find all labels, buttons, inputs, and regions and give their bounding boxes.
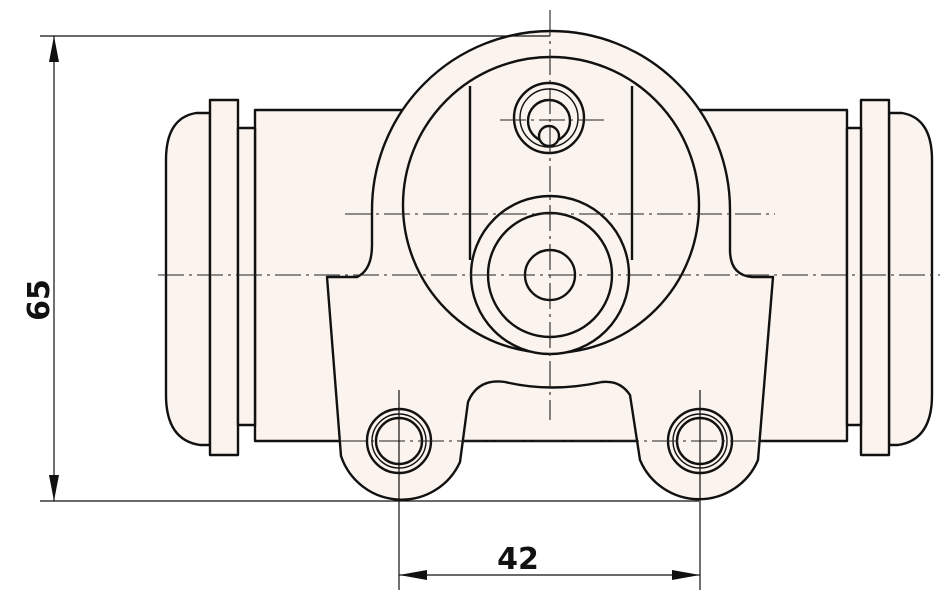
right-boot-collar <box>845 126 863 427</box>
right-boot-flange <box>859 98 891 457</box>
bleed-screw-outer <box>512 81 586 155</box>
height-arrow-top <box>49 36 59 62</box>
left-dust-boot <box>164 111 212 447</box>
dimension-height: 65 <box>22 35 699 502</box>
right-dust-boot <box>887 111 934 447</box>
height-arrow-bottom <box>49 475 59 501</box>
left-boot-flange <box>208 98 240 457</box>
bleed-screw <box>512 81 586 155</box>
bleed-screw-nipple <box>537 124 561 148</box>
height-dimension-label: 65 <box>22 279 57 321</box>
left-boot-collar <box>236 126 257 427</box>
spacing-arrow-right <box>672 570 700 580</box>
dimension-bolt-spacing: 42 <box>398 390 701 590</box>
spacing-arrow-left <box>399 570 427 580</box>
bolt-spacing-label: 42 <box>497 542 539 577</box>
center-lines <box>158 10 940 442</box>
